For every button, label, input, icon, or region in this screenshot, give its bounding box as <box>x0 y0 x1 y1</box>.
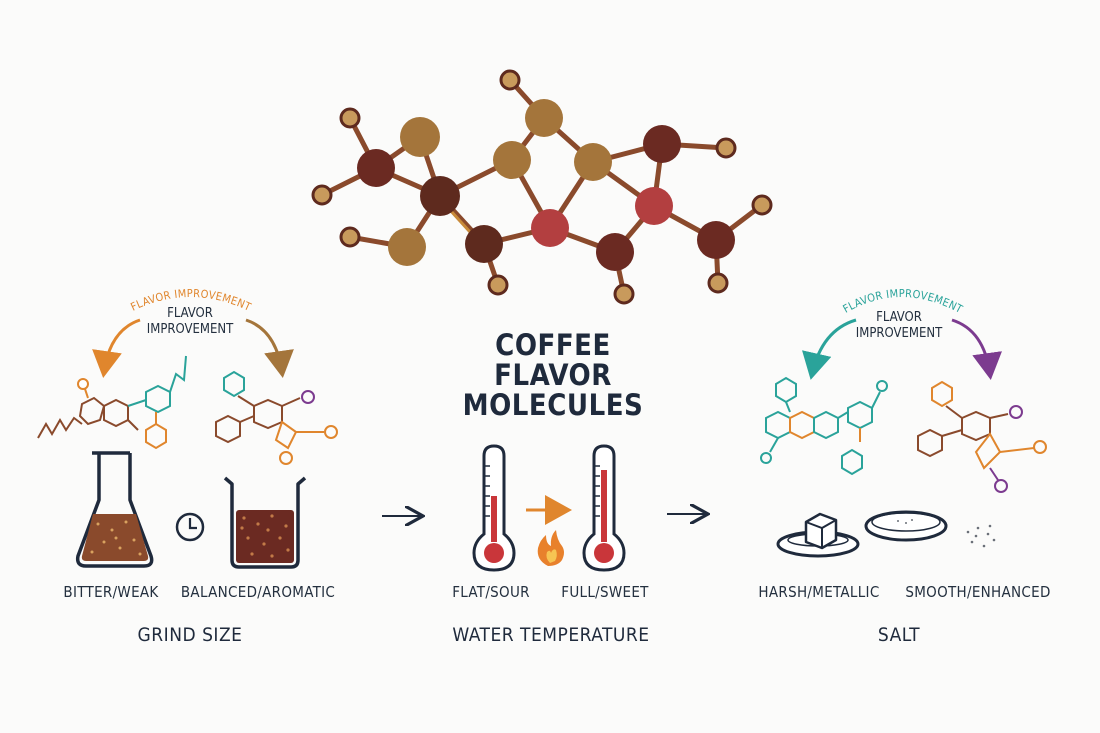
page-title: COFFEE FLAVOR MOLECULES <box>463 330 644 420</box>
water-temperature-heading: WATER TEMPERATURE <box>452 624 650 646</box>
erlenmeyer-flask-icon <box>75 451 154 568</box>
salt-heading: SALT <box>877 624 921 646</box>
title-line-3: MOLECULES <box>462 388 644 422</box>
grind-size-heading: GRIND SIZE <box>137 624 243 646</box>
petri-dish-icon <box>864 510 948 542</box>
clock-icon <box>175 512 205 542</box>
salt-molecule-right-icon <box>917 380 1047 493</box>
grind-molecule-right-icon <box>215 370 338 465</box>
water-before-label: FLAT/SOUR <box>452 583 530 601</box>
salt-note-line-1: FLAVOR <box>876 310 922 325</box>
thermometer-cold-icon <box>472 444 516 572</box>
grind-before-label: BITTER/WEAK <box>63 583 159 601</box>
grind-molecule-left-icon <box>37 355 187 450</box>
salt-before-label: HARSH/METALLIC <box>758 583 880 601</box>
salt-grains-icon <box>966 524 996 548</box>
salt-after-label: SMOOTH/ENHANCED <box>905 583 1051 601</box>
salt-note-line-2: IMPROVEMENT <box>855 326 943 341</box>
beaker-icon <box>223 476 307 569</box>
grind-flavor-note: FLAVOR IMPROVEMENT <box>147 306 233 338</box>
title-line-2: FLAVOR <box>494 358 612 392</box>
flame-icon <box>537 530 564 566</box>
salt-flavor-note: FLAVOR IMPROVEMENT <box>856 310 942 342</box>
grind-after-label: BALANCED/AROMATIC <box>180 583 336 601</box>
title-line-1: COFFEE <box>495 328 611 362</box>
grind-note-line-2: IMPROVEMENT <box>146 322 234 337</box>
thermometer-hot-icon <box>582 444 626 572</box>
grind-note-line-1: FLAVOR <box>167 306 213 321</box>
salt-cube-icon <box>776 512 860 558</box>
coffee-molecule-icon <box>311 69 773 305</box>
salt-molecule-left-icon <box>760 376 888 476</box>
water-after-label: FULL/SWEET <box>561 583 649 601</box>
